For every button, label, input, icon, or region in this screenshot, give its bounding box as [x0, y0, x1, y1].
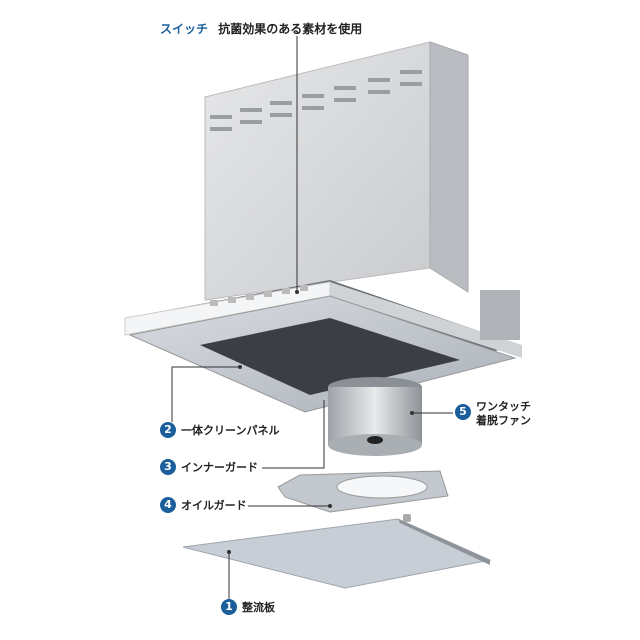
switch-callout: スイッチ 抗菌効果のある素材を使用	[160, 20, 362, 37]
baffle-plate	[182, 514, 492, 589]
oil-guard	[277, 470, 449, 513]
leader-dots	[227, 290, 414, 554]
switch-label: スイッチ	[160, 22, 209, 36]
bracket	[480, 290, 520, 340]
part-label-fan-line1: ワンタッチ	[476, 400, 531, 413]
panel-inner	[200, 318, 460, 395]
switch-panel	[210, 285, 308, 306]
part-number-badge: 2	[160, 422, 176, 438]
part-label-baffle-plate: 整流板	[242, 601, 275, 614]
part-number-badge: 3	[160, 459, 176, 475]
part-number-badge: 5	[455, 404, 471, 420]
part-label-clean-panel: 一体クリーンパネル	[181, 424, 280, 437]
fan	[328, 377, 422, 456]
vent-slots	[210, 70, 422, 131]
hood-right-strip	[330, 282, 522, 358]
chimney-side	[429, 41, 469, 293]
part-number-badge: 1	[221, 599, 237, 615]
part-label-oil-guard: オイルガード	[181, 499, 247, 512]
leader-lines	[171, 36, 453, 599]
switch-description: 抗菌効果のある素材を使用	[218, 22, 363, 36]
part-label-fan-line2: 着脱ファン	[476, 414, 531, 427]
part-label-inner-guard: インナーガード	[181, 461, 258, 474]
chimney-front	[204, 41, 431, 301]
part-number-badge: 4	[160, 497, 176, 513]
